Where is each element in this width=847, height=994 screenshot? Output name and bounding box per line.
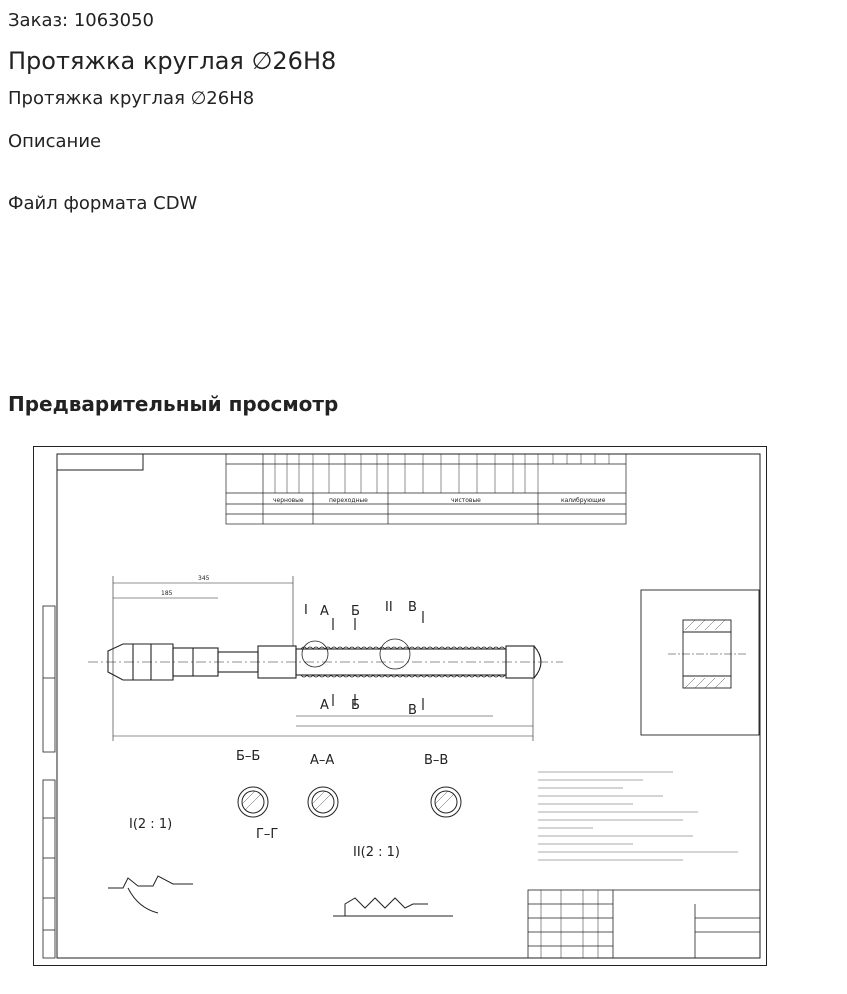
hole-detail-box bbox=[640, 589, 760, 736]
table-head-roughing: черновые bbox=[273, 497, 304, 504]
detail-I-2-1-label: I(2 : 1) bbox=[129, 817, 172, 832]
hole-hatching bbox=[684, 619, 726, 689]
section-VV-label: В–В bbox=[424, 753, 448, 768]
section-circles bbox=[237, 786, 462, 818]
detail-circle-I bbox=[301, 640, 329, 668]
teeth-table bbox=[225, 453, 627, 525]
top-left-stamp bbox=[57, 454, 144, 471]
sheet-outer-frame bbox=[33, 446, 767, 966]
detail-circle-II bbox=[379, 638, 411, 670]
table-head-calibrating: калибрующие bbox=[561, 497, 606, 504]
broach-teeth bbox=[300, 646, 506, 678]
mark-B-top: Б bbox=[351, 604, 360, 619]
dim-345: 345 bbox=[198, 575, 210, 582]
tooth-profile-I bbox=[108, 875, 193, 914]
drawing-preview-image[interactable]: черновые переходные чистовые калибрующие bbox=[33, 446, 767, 966]
mark-B-bottom: Б bbox=[351, 698, 360, 713]
file-format-text: Файл формата CDW bbox=[8, 193, 198, 214]
dimension-lines bbox=[112, 576, 534, 741]
tooth-profile-II bbox=[333, 897, 453, 917]
detail-II-2-1-label: II(2 : 1) bbox=[353, 845, 400, 860]
preview-heading: Предварительный просмотр bbox=[8, 392, 339, 416]
mark-II: II bbox=[385, 600, 393, 615]
description-label: Описание bbox=[8, 131, 102, 152]
order-number: Заказ: 1063050 bbox=[8, 10, 154, 31]
left-side-strip bbox=[42, 605, 56, 959]
mark-A-top: А bbox=[320, 604, 329, 619]
table-head-transition: переходные bbox=[329, 497, 368, 504]
section-GG-label: Г–Г bbox=[256, 827, 278, 842]
mark-V-bottom: В bbox=[408, 703, 417, 718]
page-title: Протяжка круглая ∅26H8 bbox=[8, 47, 337, 75]
dim-185: 185 bbox=[161, 590, 173, 597]
table-head-finishing: чистовые bbox=[451, 497, 481, 504]
mark-I: I bbox=[304, 603, 308, 618]
product-subtitle: Протяжка круглая ∅26H8 bbox=[8, 88, 255, 109]
mark-A-bottom: А bbox=[320, 698, 329, 713]
technical-notes bbox=[538, 771, 738, 861]
title-block bbox=[527, 889, 761, 959]
section-BB-label: Б–Б bbox=[236, 749, 260, 764]
section-AA-label: А–А bbox=[310, 753, 334, 768]
mark-V-top: В bbox=[408, 600, 417, 615]
